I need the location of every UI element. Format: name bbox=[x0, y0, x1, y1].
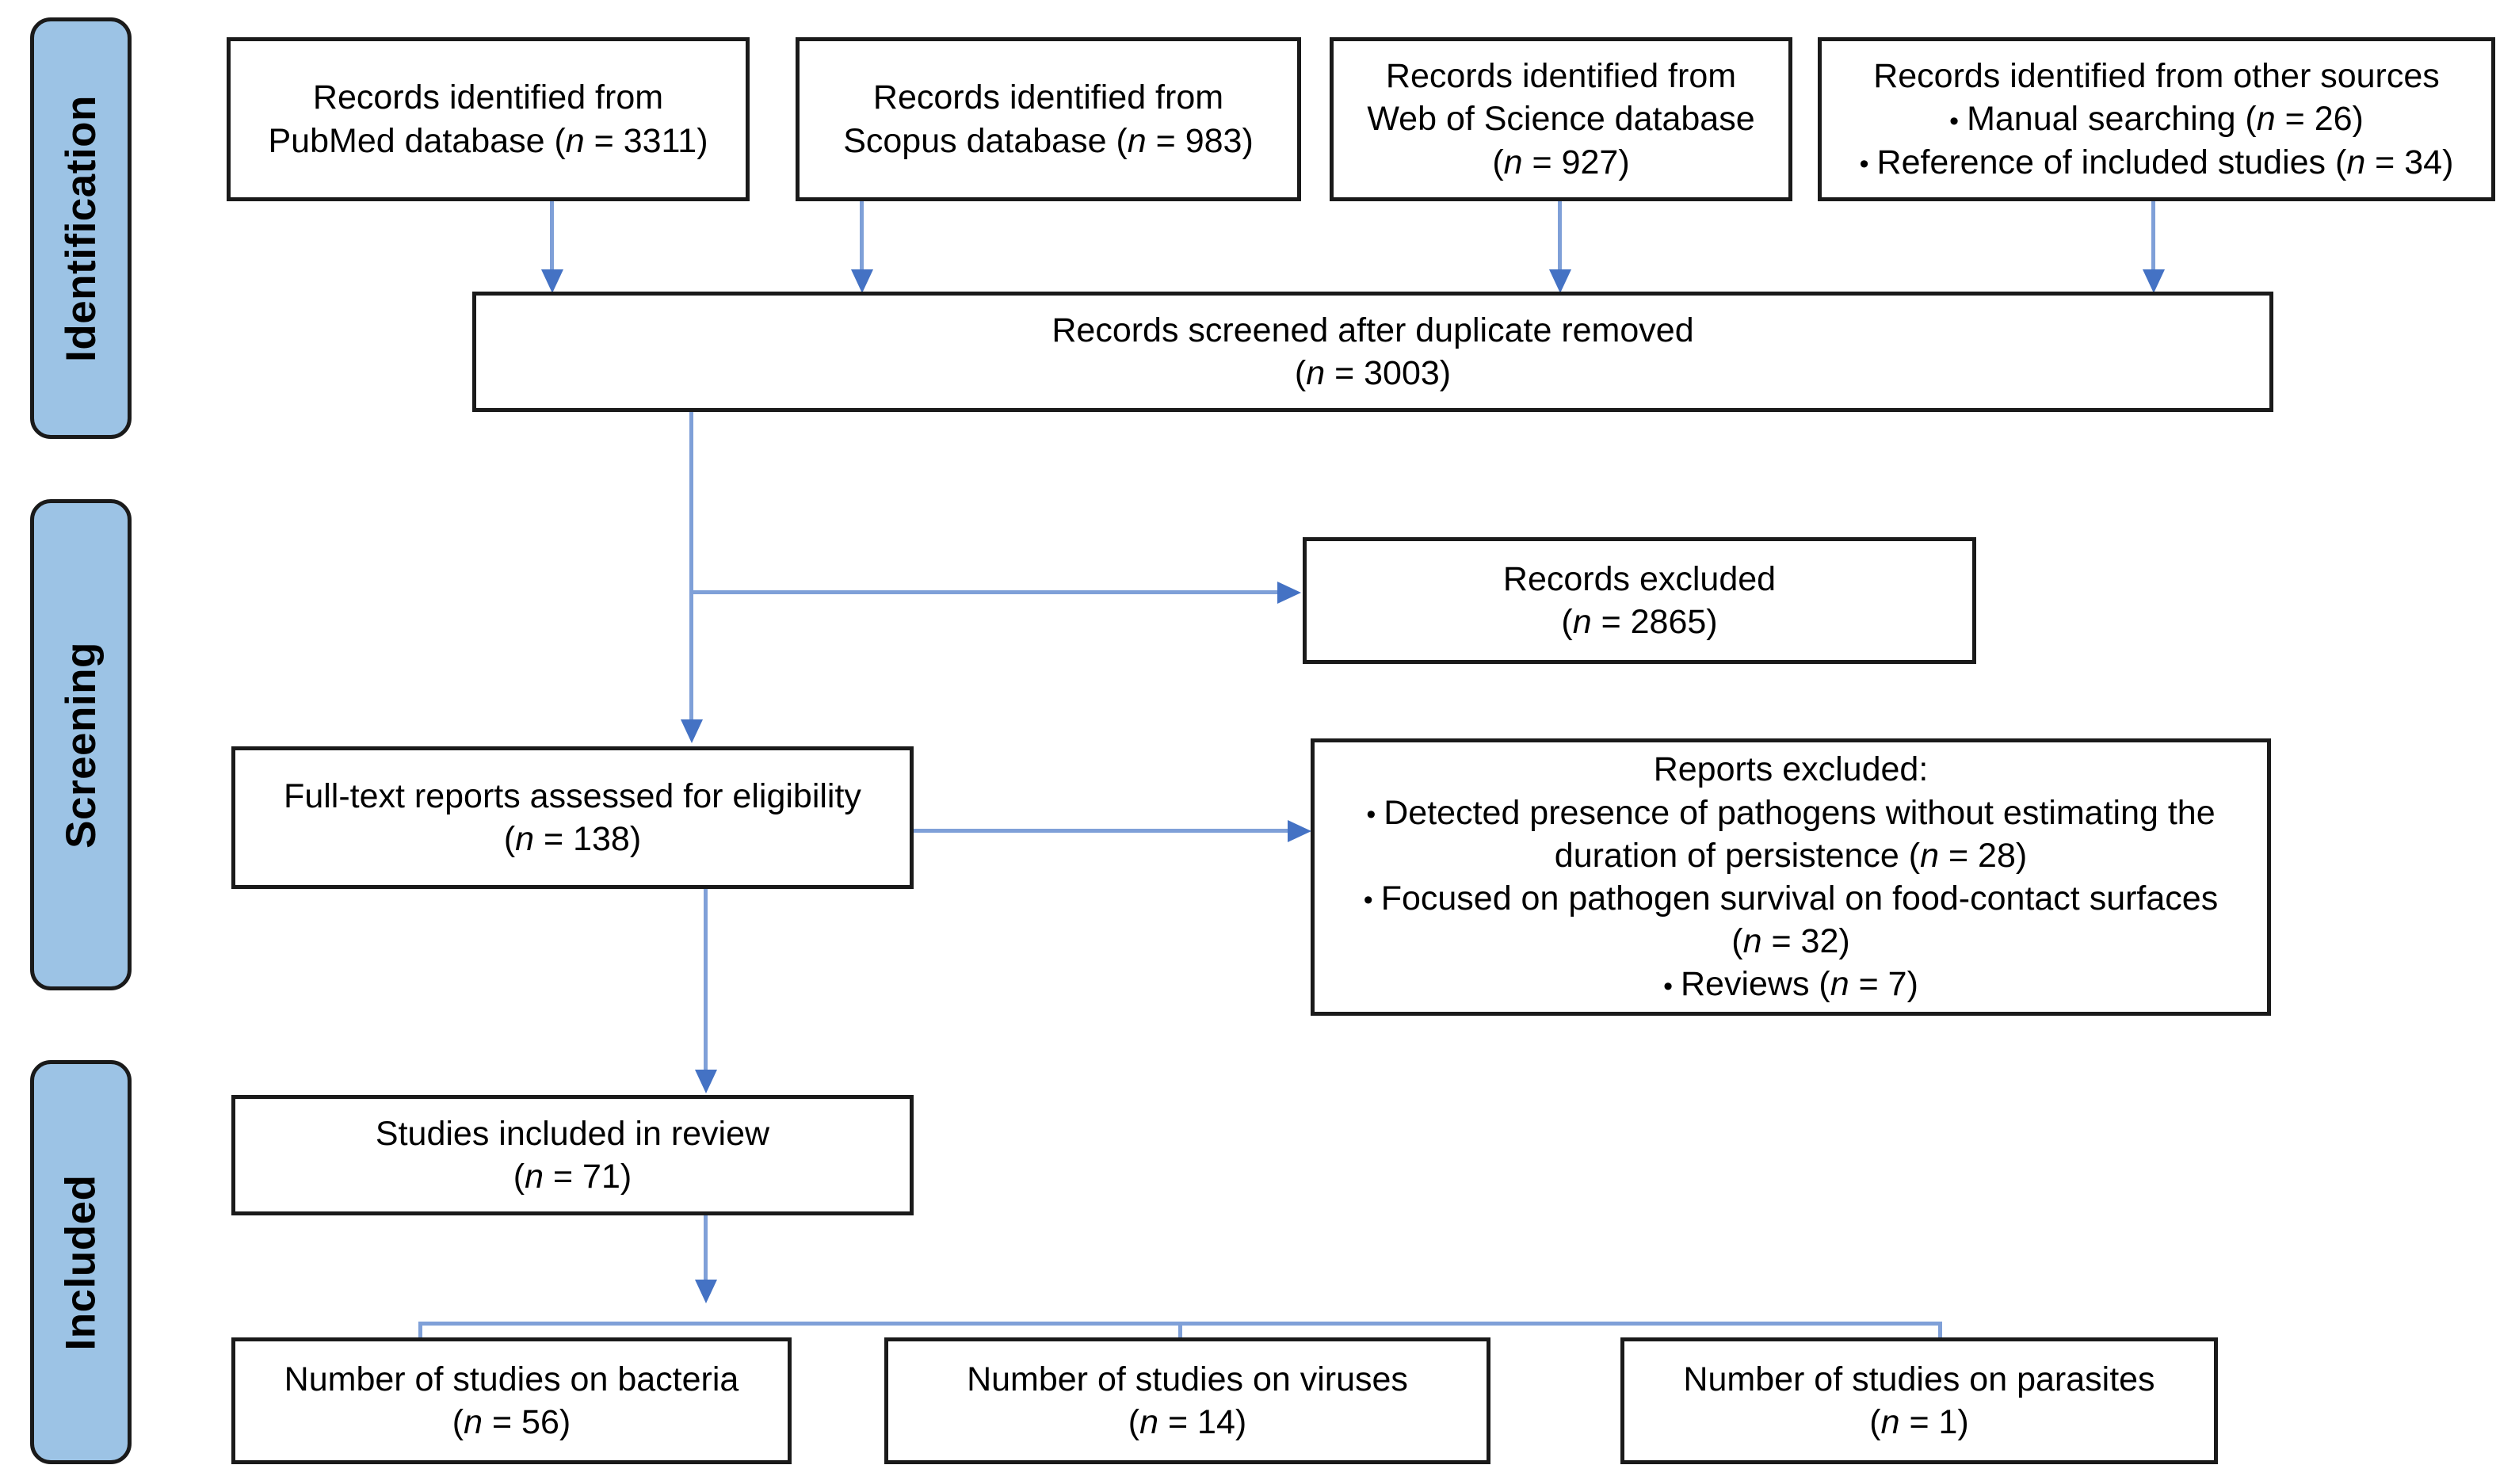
bullet-dot-icon: • bbox=[1949, 105, 1960, 136]
bullet-dot-icon: • bbox=[1363, 885, 1373, 916]
phase-label-identification: Identification bbox=[57, 94, 105, 362]
list-item: •Detected presence of pathogens without … bbox=[1366, 793, 2216, 875]
screened-line-2: (n = 3003) bbox=[1294, 354, 1452, 392]
connector-screened-to-fulltext bbox=[689, 412, 693, 729]
box-records-screened: Records screened after duplicate removed… bbox=[472, 292, 2273, 412]
connector-wos-to-screened bbox=[1558, 201, 1562, 279]
list-item: •Manual searching (n = 26) bbox=[1949, 100, 2364, 139]
arrowhead-fulltext-to-reports-excluded bbox=[1288, 820, 1311, 842]
arrowhead-wos-to-screened bbox=[1549, 269, 1571, 293]
records-excluded-line-2: (n = 2865) bbox=[1561, 603, 1718, 641]
bullet-dot-icon: • bbox=[1366, 799, 1376, 830]
phase-tab-screening: Screening bbox=[30, 499, 132, 990]
wos-line-1: Records identified from bbox=[1385, 57, 1737, 96]
connector-pubmed-to-screened bbox=[550, 201, 554, 279]
arrowhead-included-stem bbox=[695, 1280, 717, 1303]
box-studies-parasites: Number of studies on parasites (n = 1) bbox=[1620, 1337, 2218, 1464]
scopus-line-2: Scopus database (n = 983) bbox=[843, 121, 1254, 160]
included-review-line-1: Studies included in review bbox=[375, 1114, 770, 1153]
connector-scopus-to-screened bbox=[860, 201, 864, 279]
reports-excluded-heading: Reports excluded: bbox=[1653, 750, 1929, 789]
scopus-line-1: Records identified from bbox=[872, 78, 1224, 117]
fulltext-line-2: (n = 138) bbox=[503, 820, 642, 858]
phase-label-screening: Screening bbox=[57, 641, 105, 849]
wos-line-2: Web of Science database bbox=[1367, 100, 1755, 139]
phase-tab-included: Included bbox=[30, 1060, 132, 1464]
bacteria-line-2: (n = 56) bbox=[452, 1403, 571, 1441]
reports-excluded-bullet-list: •Detected presence of pathogens without … bbox=[1329, 792, 2253, 1006]
box-records-other-sources: Records identified from other sources •M… bbox=[1818, 37, 2495, 201]
connector-fulltext-to-included bbox=[704, 889, 708, 1079]
arrowhead-pubmed-to-screened bbox=[541, 269, 563, 293]
other-sources-bullet-list: •Manual searching (n = 26) •Reference of… bbox=[1833, 97, 2480, 183]
box-studies-viruses: Number of studies on viruses (n = 14) bbox=[884, 1337, 1490, 1464]
box-reports-excluded: Reports excluded: •Detected presence of … bbox=[1311, 738, 2271, 1016]
bacteria-line-1: Number of studies on bacteria bbox=[284, 1360, 739, 1398]
box-studies-included: Studies included in review (n = 71) bbox=[231, 1095, 914, 1215]
pubmed-line-1: Records identified from bbox=[312, 78, 664, 117]
viruses-line-1: Number of studies on viruses bbox=[967, 1360, 1408, 1398]
bullet-dot-icon: • bbox=[1663, 971, 1673, 1001]
other-sources-line-1: Records identified from other sources bbox=[1873, 57, 2440, 96]
box-records-excluded: Records excluded (n = 2865) bbox=[1303, 537, 1976, 664]
phase-label-included: Included bbox=[57, 1174, 105, 1350]
parasites-line-2: (n = 1) bbox=[1869, 1403, 1969, 1441]
arrowhead-other-to-screened bbox=[2143, 269, 2165, 293]
box-studies-bacteria: Number of studies on bacteria (n = 56) bbox=[231, 1337, 792, 1464]
arrowhead-scopus-to-screened bbox=[851, 269, 873, 293]
list-item: •Focused on pathogen survival on food-co… bbox=[1363, 879, 2219, 961]
included-review-line-2: (n = 71) bbox=[513, 1158, 632, 1196]
connector-fulltext-to-reports-excluded bbox=[914, 829, 1294, 833]
wos-line-3: (n = 927) bbox=[1492, 143, 1630, 181]
pubmed-line-2: PubMed database (n = 3311) bbox=[268, 121, 708, 160]
phase-tab-identification: Identification bbox=[30, 17, 132, 439]
fulltext-line-1: Full-text reports assessed for eligibili… bbox=[284, 776, 861, 815]
viruses-line-2: (n = 14) bbox=[1128, 1403, 1247, 1441]
connector-screened-to-records-excluded bbox=[689, 590, 1284, 594]
bullet-dot-icon: • bbox=[1859, 148, 1869, 179]
arrowhead-screened-to-records-excluded bbox=[1277, 582, 1301, 604]
box-fulltext-reports: Full-text reports assessed for eligibili… bbox=[231, 746, 914, 889]
list-item: •Reference of included studies (n = 34) bbox=[1859, 143, 2454, 181]
screened-line-1: Records screened after duplicate removed bbox=[1051, 311, 1694, 349]
arrowhead-fulltext-to-included bbox=[695, 1070, 717, 1093]
records-excluded-line-1: Records excluded bbox=[1502, 559, 1777, 598]
parasites-line-1: Number of studies on parasites bbox=[1683, 1360, 2155, 1398]
box-records-pubmed: Records identified from PubMed database … bbox=[227, 37, 750, 201]
box-records-scopus: Records identified from Scopus database … bbox=[796, 37, 1301, 201]
box-records-web-of-science: Records identified from Web of Science d… bbox=[1330, 37, 1792, 201]
arrowhead-screened-to-fulltext bbox=[681, 719, 703, 743]
connector-included-stem bbox=[704, 1215, 708, 1295]
list-item: •Reviews (n = 7) bbox=[1663, 965, 1918, 1004]
connector-other-to-screened bbox=[2151, 201, 2155, 279]
